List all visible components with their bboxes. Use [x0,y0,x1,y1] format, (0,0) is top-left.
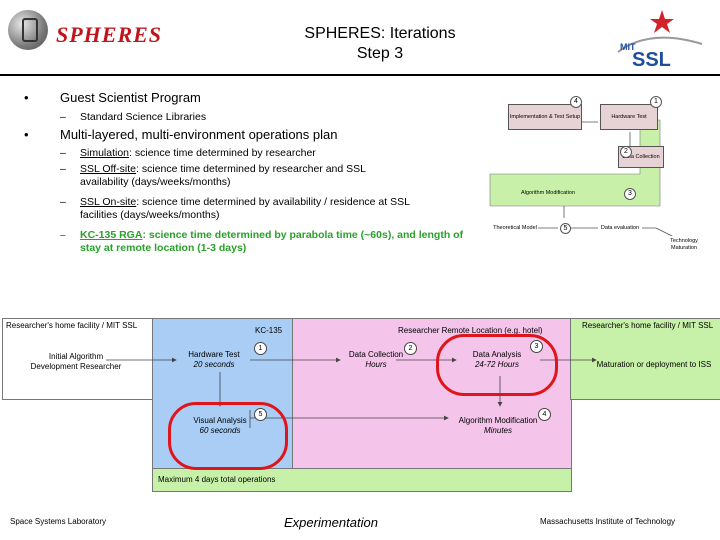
node-data-collection: Data Collection Hours [338,350,414,370]
highlight-ring-visual-analysis [168,402,288,470]
spheres-logo-text: SPHERES [56,22,163,47]
label-max-ops: Maximum 4 days total operations [158,475,276,484]
algorithm-modification-label: Algorithm Modification [458,416,538,425]
spheres-logo-sphere [8,10,48,50]
ssl-logo-mit: MIT [620,42,636,52]
data-analysis-label: Data Analysis [472,350,522,359]
node-initial-algorithm: Initial Algorithm Development Researcher [30,352,122,371]
item-offsite-text: : science time determined by researcher … [80,163,366,188]
small-num-5: 5 [560,223,571,234]
dash-1: – [60,111,66,123]
bullet-dot-2: • [24,127,29,142]
algorithm-modification-time: Minutes [483,426,512,435]
box-algorithm-modification: Algorithm Modification [516,183,580,203]
node-maturation: Maturation or deployment to ISS [596,360,712,369]
visual-analysis-label: Visual Analysis [193,416,247,425]
data-analysis-time: 24-72 Hours [474,360,520,369]
box-implementation-test-setup: Implementation & Test Setup [508,104,582,130]
box-theoretical-model: Theoretical Model [492,218,538,238]
ssl-logo-text: SSL [632,49,671,70]
item-offsite: SSL Off-site: science time determined by… [80,163,410,189]
small-num-1: 1 [650,96,662,108]
label-home-left: Researcher's home facility / MIT SSL [6,321,138,330]
ssl-logo: MIT SSL [617,10,703,70]
region-max-ops [152,468,572,492]
item-kc135: KC-135 RGA: science time determined by p… [80,229,470,255]
dash-4: – [60,196,66,208]
header-rule [0,74,720,76]
region-home-right [570,318,720,400]
title-line-2: Step 3 [356,45,404,62]
bullet-dot-1: • [24,90,29,105]
main-diagram-connectors [106,357,597,428]
node-data-analysis: Data Analysis 24-72 Hours [456,350,538,370]
item-onsite-head: SSL On-site [80,196,137,208]
bullet-standard-libraries: Standard Science Libraries [80,111,207,123]
footer-left: Space Systems Laboratory [10,517,107,526]
footer-center: Experimentation [284,515,378,530]
small-num-3: 3 [624,188,636,200]
step-circle-1: 1 [254,342,267,355]
item-simulation: Simulation: science time determined by r… [80,147,480,160]
small-num-2: 2 [620,146,632,158]
box-data-evaluation: Data evaluation [598,218,642,238]
page-title: SPHERES: Iterations Step 3 [250,24,510,64]
star-icon [650,10,674,33]
dash-3: – [60,163,66,175]
node-algorithm-modification: Algorithm Modification Minutes [448,416,548,436]
region-home-left [2,318,154,400]
bullet-operations-plan: Multi-layered, multi-environment operati… [60,127,338,142]
box-technology-maturation: Technology Maturation [658,236,710,254]
title-line-1: SPHERES: Iterations [304,25,456,42]
item-onsite-text: : science time determined by availabilit… [80,196,410,221]
footer-right: Massachusetts Institute of Technology [540,517,676,526]
box-hardware-test: Hardware Test [600,104,658,130]
item-onsite: SSL On-site: science time determined by … [80,196,410,222]
data-collection-label: Data Collection [348,350,404,359]
small-num-4: 4 [570,96,582,108]
item-simulation-text: : science time determined by researcher [129,147,316,159]
visual-analysis-time: 60 seconds [199,426,241,435]
step-circle-2: 2 [404,342,417,355]
highlight-ring-data-analysis [436,334,558,396]
node-visual-analysis: Visual Analysis 60 seconds [180,416,260,436]
label-remote-location: Researcher Remote Location (e.g. hotel) [398,326,543,335]
bullet-guest-scientist: Guest Scientist Program [60,90,201,105]
label-kc135: KC-135 [255,326,283,335]
dash-2: – [60,147,66,159]
node-hardware-test: Hardware Test 20 seconds [176,350,252,370]
item-kc135-text: : science time determined by parabola ti… [80,229,464,254]
label-home-right: Researcher's home facility / MIT SSL [582,321,714,330]
hardware-test-time: 20 seconds [193,360,235,369]
item-kc135-head: KC-135 RGA [80,229,143,241]
data-collection-time: Hours [365,360,387,369]
item-simulation-head: Simulation [80,147,130,159]
step-circle-4: 4 [538,408,551,421]
dash-5: – [60,229,66,241]
item-offsite-head: SSL Off-site [80,163,137,175]
hardware-test-label: Hardware Test [188,350,240,359]
logo-emblem-icon [22,18,38,42]
